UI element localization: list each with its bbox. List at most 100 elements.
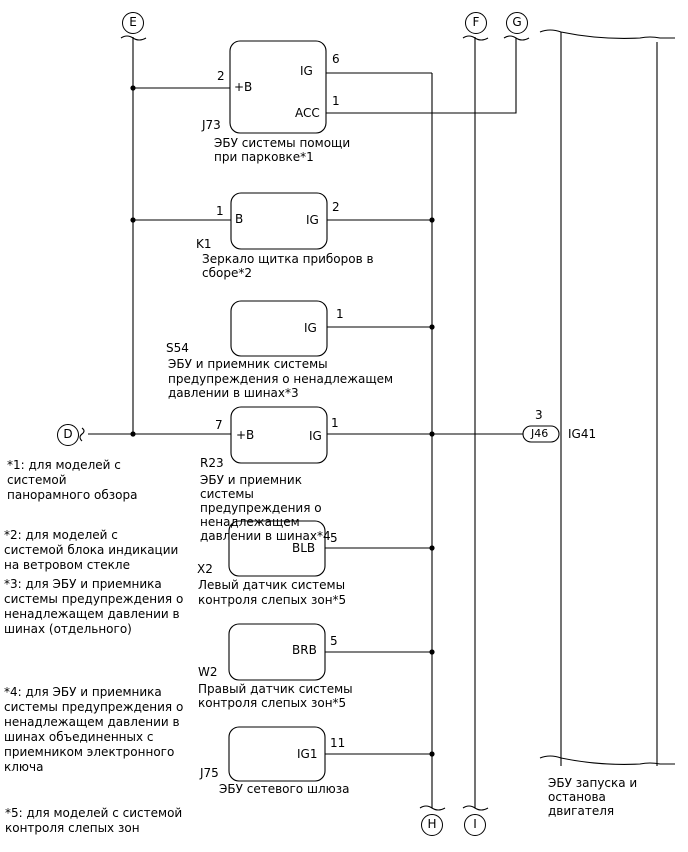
j73-pin-ig-num: 6	[332, 52, 340, 66]
j73-pin-b-num: 2	[217, 69, 225, 83]
note-4-line: шинах объединенных с	[4, 730, 154, 744]
break-e	[120, 35, 147, 41]
note-1-line: системой	[7, 473, 67, 487]
s54-pin-ig-num: 1	[336, 307, 344, 321]
connector-f: F	[465, 12, 487, 34]
w2-code: W2	[198, 665, 218, 679]
x2-pin-label: BLB	[292, 541, 316, 555]
note-4-line: *4: для ЭБУ и приемника	[4, 685, 162, 699]
note-3-line: *3: для ЭБУ и приемника	[4, 577, 162, 591]
note-2-line: системой блока индикации	[4, 543, 179, 557]
k1-code: K1	[196, 237, 212, 251]
ecu-top-break	[539, 29, 675, 39]
j75-pin-num: 11	[330, 736, 346, 750]
x2-box	[228, 520, 326, 577]
break-d	[79, 427, 85, 442]
connector-h: H	[421, 814, 443, 836]
j73-name-1: ЭБУ системы помощи	[214, 136, 351, 150]
note-1-line: панорамного обзора	[7, 488, 138, 502]
junction-dots	[130, 85, 435, 757]
wire-j73-acc	[326, 38, 517, 114]
r23-name-5: давлении в шинах*4	[200, 529, 331, 543]
note-5-line: контроля слепых зон	[5, 821, 140, 835]
ecu-bottom-break	[539, 755, 675, 765]
j75-code: J75	[200, 766, 219, 780]
note-4-line: системы предупреждения о	[4, 700, 184, 714]
j73-box	[229, 40, 327, 134]
break-f	[462, 35, 489, 41]
note-4-line: ненадлежащем давлении в	[4, 715, 180, 729]
j46-pin-num: 3	[535, 408, 543, 422]
s54-code: S54	[166, 341, 189, 355]
x2-name-1: Левый датчик системы	[198, 578, 346, 592]
s54-box	[230, 300, 328, 357]
w2-box	[228, 623, 326, 681]
j75-pin-label: IG1	[297, 747, 318, 761]
note-2: *2: для моделей с системой блока индикац…	[4, 528, 178, 573]
j46-pill	[522, 425, 560, 443]
note-3-line: ненадлежащем давлении в	[4, 607, 180, 621]
w2-name-1: Правый датчик системы	[198, 682, 353, 696]
r23-name-3: предупреждения о	[200, 501, 322, 515]
k1-box	[230, 192, 328, 250]
s54-name-3: давлении в шинах*3	[168, 386, 299, 400]
note-4: *4: для ЭБУ и приемника системы предупре…	[4, 685, 183, 775]
j46-code: J46	[531, 427, 549, 440]
note-5-line: *5: для моделей с системой	[5, 806, 183, 820]
k1-name-2: сборе*2	[202, 266, 252, 280]
s54-name-2: предупреждения о ненадлежащем	[168, 372, 394, 386]
connector-i: I	[464, 814, 486, 836]
break-i	[462, 805, 489, 811]
x2-pin-num: 5	[330, 531, 338, 545]
connector-d: D	[57, 424, 79, 446]
k1-name-1: Зеркало щитка приборов в	[202, 252, 374, 266]
k1-pin-b-num: 1	[216, 204, 224, 218]
k1-pin-ig-num: 2	[332, 200, 340, 214]
j73-code: J73	[202, 118, 221, 132]
r23-name-1: ЭБУ и приемник	[200, 473, 302, 487]
connector-e: E	[122, 12, 144, 34]
w2-pin-label: BRB	[292, 643, 317, 657]
s54-name-1: ЭБУ и приемник системы	[168, 357, 328, 371]
j46-signal: IG41	[568, 427, 597, 441]
note-3: *3: для ЭБУ и приемника системы предупре…	[4, 577, 183, 637]
note-4-line: ключа	[4, 760, 44, 774]
r23-name-4: ненадлежащем	[200, 515, 300, 529]
ecu-name-1: ЭБУ запуска и	[548, 776, 638, 790]
note-1-line: *1: для моделей с	[7, 458, 121, 472]
s54-pin-ig-label: IG	[304, 321, 317, 335]
r23-pin-b-num: 7	[215, 418, 223, 432]
x2-name-2: контроля слепых зон*5	[198, 593, 347, 607]
j73-name-2: при парковке*1	[214, 150, 314, 164]
ecu-name-2: останова	[548, 790, 606, 804]
connector-g: G	[506, 12, 528, 34]
note-1: *1: для моделей с системой панорамного о…	[7, 458, 138, 503]
w2-name-2: контроля слепых зон*5	[198, 696, 347, 710]
r23-pin-b-label: +B	[236, 428, 255, 442]
break-g	[503, 35, 530, 41]
x2-code: X2	[197, 562, 213, 576]
note-2-line: на ветровом стекле	[4, 558, 130, 572]
r23-box	[230, 406, 328, 464]
j73-pin-b-label: +B	[234, 80, 253, 94]
note-5: *5: для моделей с системой контроля слеп…	[5, 806, 182, 836]
j75-box	[228, 726, 326, 782]
w2-pin-num: 5	[330, 634, 338, 648]
note-4-line: приемником электронного	[4, 745, 175, 759]
j73-pin-ig-label: IG	[300, 64, 313, 78]
k1-pin-ig-label: IG	[306, 213, 319, 227]
r23-pin-ig-num: 1	[331, 416, 339, 430]
k1-pin-b-label: B	[235, 212, 244, 226]
ecu-name-3: двигателя	[548, 804, 615, 818]
j73-pin-acc-num: 1	[332, 94, 340, 108]
r23-code: R23	[200, 456, 224, 470]
j73-pin-acc-label: ACC	[295, 106, 320, 120]
note-3-line: шинах (отдельного)	[4, 622, 132, 636]
j75-name-1: ЭБУ сетевого шлюза	[219, 782, 350, 796]
break-h	[419, 805, 446, 811]
r23-pin-ig-label: IG	[309, 429, 322, 443]
note-3-line: системы предупреждения о	[4, 592, 184, 606]
note-2-line: *2: для моделей с	[4, 528, 118, 542]
r23-name-2: системы	[200, 487, 254, 501]
